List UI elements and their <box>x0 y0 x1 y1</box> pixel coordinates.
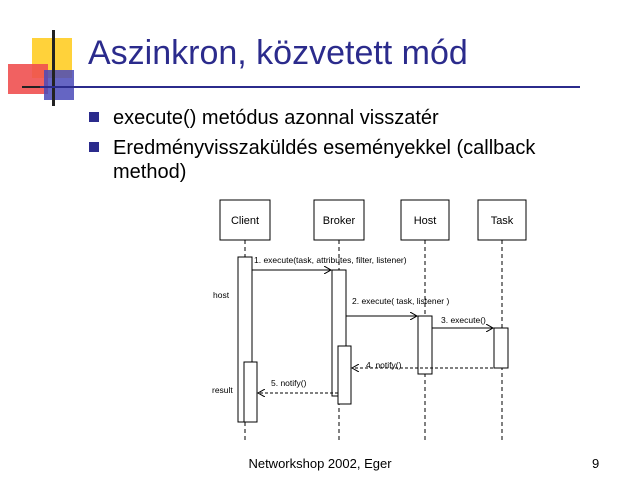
activation-client-callback <box>243 361 258 423</box>
participant-label: Task <box>491 215 514 227</box>
slide-title: Aszinkron, közvetett mód <box>88 34 468 72</box>
participant-host: Host <box>400 199 450 241</box>
message-label-5: 5. notify() <box>271 378 307 388</box>
message-label-3: 3. execute() <box>441 315 486 325</box>
message-label-2: 2. execute( task, listener ) <box>352 296 449 306</box>
slide-footer: Networkshop 2002, Eger <box>248 456 392 471</box>
slide-logo <box>0 0 90 110</box>
bullet-item: execute() metódus azonnal visszatér <box>88 106 608 130</box>
bullet-marker-icon <box>89 142 99 152</box>
message-label-4: 4. notify() <box>366 360 402 370</box>
page-number: 9 <box>592 456 600 471</box>
activation-broker-callback <box>337 345 352 405</box>
logo-red-square <box>8 64 48 94</box>
participant-broker: Broker <box>313 199 365 241</box>
participant-task: Task <box>477 199 527 241</box>
activation-host <box>417 315 433 375</box>
bullet-text: Eredményvisszaküldés eseményekkel (callb… <box>113 137 536 183</box>
bullet-list: execute() metódus azonnal visszatér Ered… <box>88 106 608 190</box>
participant-label: Broker <box>323 215 356 227</box>
activation-task <box>493 327 509 369</box>
title-underline <box>40 86 580 88</box>
bullet-text: execute() metódus azonnal visszatér <box>113 107 439 129</box>
participant-client: Client <box>219 199 271 241</box>
logo-blue-square <box>44 70 74 100</box>
message-label-1: 1. execute(task, attributes, filter, lis… <box>254 255 407 265</box>
note-host: host <box>213 290 230 300</box>
bullet-item: Eredményvisszaküldés eseményekkel (callb… <box>88 136 608 184</box>
participant-label: Client <box>231 215 259 227</box>
participant-label: Host <box>414 215 437 227</box>
note-result: result <box>212 385 233 395</box>
bullet-marker-icon <box>89 112 99 122</box>
logo-vertical-line <box>52 30 55 106</box>
